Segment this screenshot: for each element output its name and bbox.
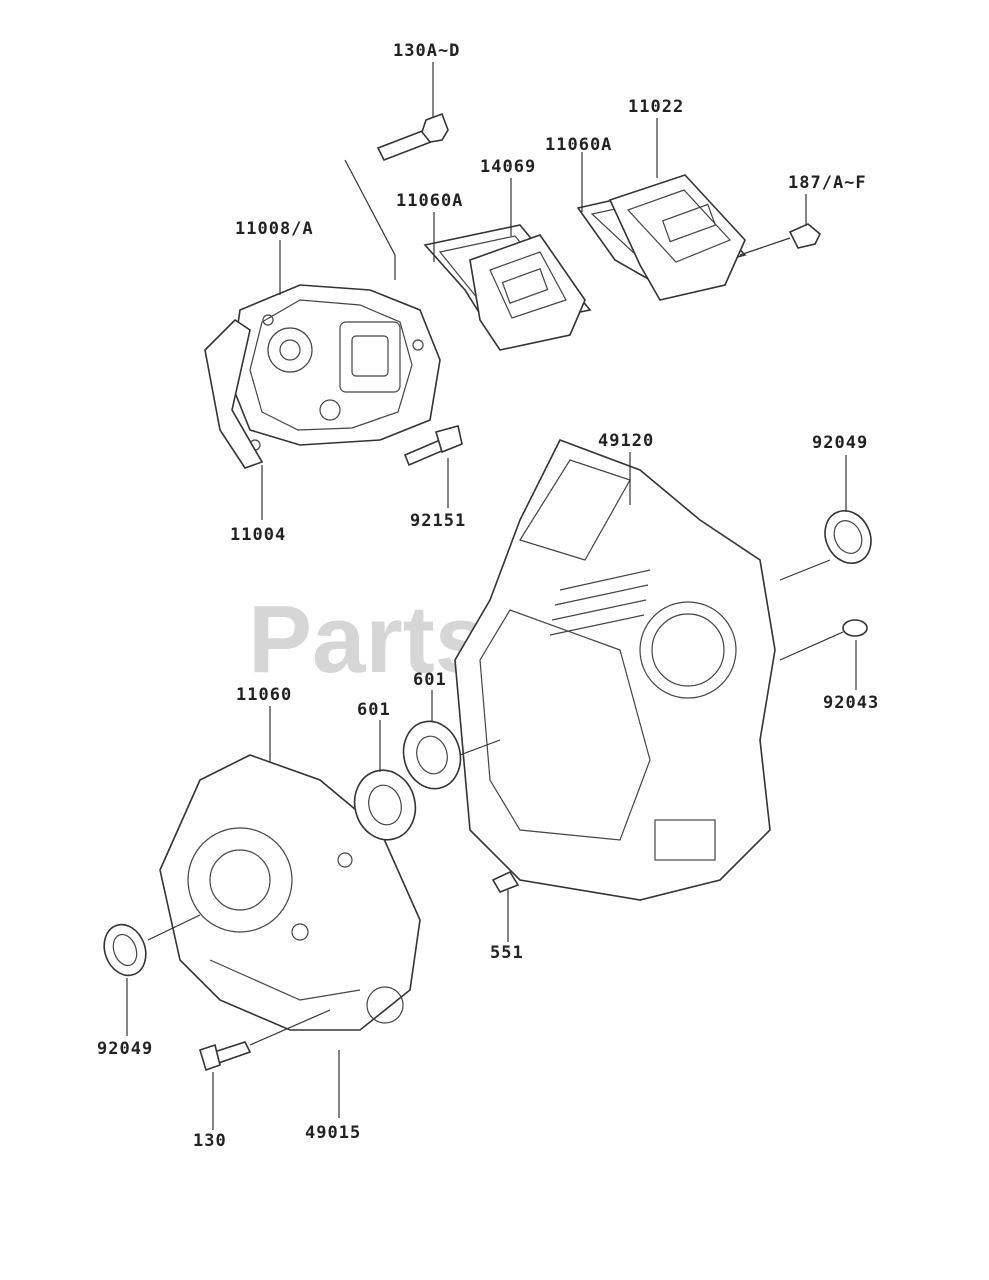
callout-49015[interactable]: 49015 [305,1123,361,1143]
callout-92049-right[interactable]: 92049 [812,433,868,453]
cover-bolt[interactable] [788,223,821,249]
callout-551[interactable]: 551 [490,943,524,963]
callout-187[interactable]: 187/A~F [788,173,867,193]
callout-14069[interactable]: 14069 [480,157,536,177]
callout-11060a-mid[interactable]: 11060A [396,191,463,211]
bearing-left[interactable] [347,763,423,846]
bearing-right[interactable] [396,715,468,795]
callout-92151[interactable]: 92151 [410,511,466,531]
callout-11008[interactable]: 11008/A [235,219,314,239]
dowel-pin[interactable] [842,619,868,637]
callout-11004[interactable]: 11004 [230,525,286,545]
crankcase[interactable] [454,438,776,901]
callout-49120[interactable]: 49120 [598,431,654,451]
rocker-case[interactable] [469,234,586,351]
knock-pin[interactable] [491,870,520,893]
rocker-cover[interactable] [608,174,746,301]
head-bolt[interactable] [376,112,449,162]
stud-bolt[interactable] [403,425,463,467]
callout-130[interactable]: 130 [193,1131,227,1151]
callout-92043[interactable]: 92043 [823,693,879,713]
leader-lines [126,62,857,1130]
cover-bolt-130[interactable] [199,1041,252,1072]
head-gasket[interactable] [204,318,264,469]
callout-11022[interactable]: 11022 [628,97,684,117]
callout-601-left[interactable]: 601 [357,700,391,720]
oil-seal-left[interactable] [97,919,152,982]
crankcase-cover[interactable] [159,754,421,1031]
callout-92049-left[interactable]: 92049 [97,1039,153,1059]
callout-labels: 130A~D 11022 11060A 14069 187/A~F 11060A… [97,41,879,1151]
cylinder-head[interactable] [229,284,441,451]
callout-130a-d[interactable]: 130A~D [393,41,460,61]
oil-seal-right[interactable] [817,503,880,571]
callout-601-right[interactable]: 601 [413,670,447,690]
callout-11060a-top[interactable]: 11060A [545,135,612,155]
callout-11060[interactable]: 11060 [236,685,292,705]
